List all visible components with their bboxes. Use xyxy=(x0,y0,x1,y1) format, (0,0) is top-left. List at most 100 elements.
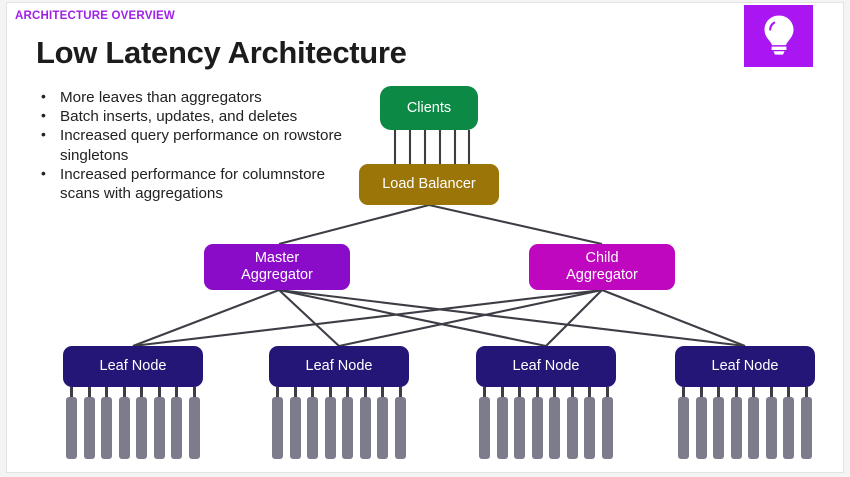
page-title: Low Latency Architecture xyxy=(36,35,407,70)
storage-disk xyxy=(549,387,561,463)
disk-stem xyxy=(717,387,721,398)
disk-body xyxy=(66,397,77,459)
disk-body xyxy=(748,397,760,459)
node-leaf-node-label: Leaf Node xyxy=(711,358,779,374)
disk-stem xyxy=(804,387,808,398)
list-item: Batch inserts, updates, and deletes xyxy=(33,106,353,126)
disk-body xyxy=(153,397,165,459)
disk-stem xyxy=(518,387,522,398)
storage-disk xyxy=(496,387,508,463)
architecture-diagram: Clients Load Balancer Master Aggregator … xyxy=(7,3,843,472)
disk-body xyxy=(359,397,371,459)
storage-disk xyxy=(153,387,165,463)
disk-stem xyxy=(363,387,367,398)
disk-stem xyxy=(70,387,73,398)
disk-group xyxy=(476,387,616,463)
storage-disk xyxy=(678,387,689,463)
disk-stem xyxy=(500,387,504,398)
storage-disk xyxy=(748,387,760,463)
disk-body xyxy=(171,397,183,459)
disk-stem xyxy=(140,387,144,398)
lightbulb-badge xyxy=(744,5,813,67)
storage-disk xyxy=(783,387,795,463)
storage-disk xyxy=(531,387,543,463)
storage-disk xyxy=(324,387,336,463)
storage-disk xyxy=(83,387,95,463)
disk-body xyxy=(765,397,777,459)
disk-body xyxy=(136,397,148,459)
storage-disk xyxy=(359,387,371,463)
node-leaf-node[interactable]: Leaf Node xyxy=(63,346,203,387)
disk-body xyxy=(83,397,95,459)
disk-body xyxy=(783,397,795,459)
disk-body xyxy=(584,397,596,459)
storage-disk xyxy=(66,387,77,463)
storage-disk xyxy=(377,387,389,463)
disk-stem xyxy=(381,387,385,398)
disk-body xyxy=(272,397,283,459)
disk-body xyxy=(601,397,613,459)
node-leaf-node[interactable]: Leaf Node xyxy=(269,346,409,387)
disk-body xyxy=(289,397,301,459)
disk-body xyxy=(307,397,319,459)
disk-group xyxy=(675,387,815,463)
diagram-connectors xyxy=(132,130,746,348)
node-clients-label: Clients xyxy=(406,99,452,116)
disk-stem xyxy=(293,387,297,398)
storage-disk xyxy=(342,387,354,463)
disk-stem xyxy=(734,387,738,398)
storage-disk xyxy=(730,387,742,463)
disk-body xyxy=(188,397,200,459)
disk-body xyxy=(549,397,561,459)
disk-stem xyxy=(553,387,557,398)
storage-disk xyxy=(394,387,406,463)
storage-disk xyxy=(272,387,283,463)
node-master-aggregator[interactable]: Master Aggregator xyxy=(204,244,350,290)
disk-body xyxy=(800,397,812,459)
disk-body xyxy=(479,397,490,459)
lightbulb-icon xyxy=(764,15,793,55)
node-clients[interactable]: Clients xyxy=(380,86,478,130)
node-child-aggregator[interactable]: Child Aggregator xyxy=(529,244,675,290)
storage-disk xyxy=(765,387,777,463)
node-leaf-node-label: Leaf Node xyxy=(99,358,167,374)
node-child-aggregator-label-line1: Child xyxy=(585,250,619,266)
disk-stem xyxy=(398,387,402,398)
disk-stem xyxy=(328,387,332,398)
disk-stem xyxy=(311,387,315,398)
storage-disk xyxy=(307,387,319,463)
node-leaf-node[interactable]: Leaf Node xyxy=(476,346,616,387)
disk-body xyxy=(531,397,543,459)
disk-stem xyxy=(483,387,486,398)
slide-eyebrow: ARCHITECTURE OVERVIEW xyxy=(15,10,175,22)
storage-disk xyxy=(101,387,113,463)
disk-body xyxy=(514,397,526,459)
node-leaf-node-label: Leaf Node xyxy=(512,358,580,374)
disk-stem xyxy=(787,387,791,398)
node-load-balancer[interactable]: Load Balancer xyxy=(359,164,499,205)
storage-disk xyxy=(118,387,130,463)
storage-disk xyxy=(479,387,490,463)
list-item: Increased query performance on rowstore … xyxy=(33,125,353,164)
storage-disk xyxy=(188,387,200,463)
node-leaf-node[interactable]: Leaf Node xyxy=(675,346,815,387)
storage-disk xyxy=(566,387,578,463)
disk-body xyxy=(377,397,389,459)
disk-stem xyxy=(535,387,539,398)
disk-stem xyxy=(157,387,161,398)
storage-disk xyxy=(136,387,148,463)
storage-disk xyxy=(171,387,183,463)
disk-body xyxy=(695,397,707,459)
disk-stem xyxy=(682,387,685,398)
node-master-aggregator-label-line1: Master xyxy=(254,250,300,266)
disk-stem xyxy=(570,387,574,398)
node-leaf-node-label: Leaf Node xyxy=(305,358,373,374)
storage-disk xyxy=(601,387,613,463)
disk-body xyxy=(101,397,113,459)
list-item: Increased performance for columnstore sc… xyxy=(33,164,353,203)
disk-stem xyxy=(276,387,279,398)
disk-stem xyxy=(346,387,350,398)
storage-disk xyxy=(289,387,301,463)
disk-body xyxy=(496,397,508,459)
